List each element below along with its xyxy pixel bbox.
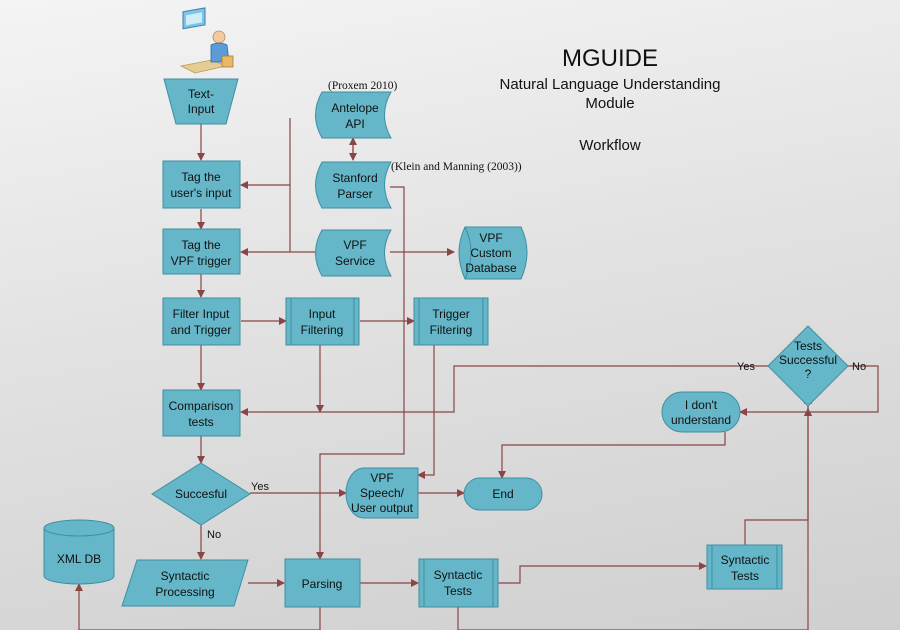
node-vpf-db-line3: Database [465,261,517,275]
node-vpf-speech-line3: User output [351,501,414,515]
node-antelope-api: Antelope API [315,91,392,139]
edges [75,118,879,630]
node-vpf-service-line1: VPF [343,238,366,252]
node-vpf-service-line2: Service [335,254,375,268]
edge-label-yes-tests: Yes [737,361,755,373]
node-end: End [463,477,543,511]
node-syntactic-tests-1: Syntactic Tests [418,558,499,608]
node-syntactic-tests-1-line2: Tests [444,584,472,598]
node-tag-user-line1: Tag the [181,170,221,184]
node-syntactic-tests-2: Syntactic Tests [706,544,783,590]
node-xml-db-label: XML DB [57,552,101,566]
edge-label-no-succesful: No [207,529,221,541]
node-end-label: End [492,487,513,501]
node-stanford-line2: Parser [337,187,372,201]
node-dont-understand-line2: understand [671,413,731,427]
node-vpf-custom-database: VPF Custom Database [458,226,528,280]
node-i-dont-understand: I don't understand [661,391,741,433]
node-parsing: Parsing [284,558,361,608]
node-syntactic-tests-1-line1: Syntactic [434,568,483,582]
node-tag-user-input: Tag the user's input [162,160,241,209]
node-text-input-line1: Text- [188,87,214,101]
node-input-filtering: Input Filtering [285,297,360,346]
node-trigger-filtering: Trigger Filtering [413,297,489,346]
node-dont-understand-line1: I don't [685,398,718,412]
node-input-filtering-line2: Filtering [301,323,344,337]
node-tests-successful-line2: Successful [779,353,837,367]
node-vpf-db-line2: Custom [470,246,511,260]
citation-proxem: (Proxem 2010) [328,80,397,92]
node-comparison-tests: Comparison tests [162,389,241,437]
node-trigger-filtering-line1: Trigger [432,307,470,321]
workflow-label: Workflow [579,137,641,154]
node-tag-vpf-line1: Tag the [181,238,221,252]
node-filter-input-trigger: Filter Input and Trigger [162,297,241,346]
node-vpf-speech-output: VPF Speech/ User output [345,467,419,519]
node-stanford-line1: Stanford [332,171,377,185]
node-comparison-line2: tests [188,415,213,429]
node-filter-line2: and Trigger [171,323,232,337]
node-syntactic-processing-line1: Syntactic [161,569,210,583]
node-syntactic-processing: Syntactic Processing [121,559,249,607]
edge-label-yes-succesful: Yes [251,481,269,493]
node-antelope-line1: Antelope [331,101,379,115]
node-syntactic-processing-line2: Processing [155,585,214,599]
node-text-input: Text- Input [163,78,239,125]
node-trigger-filtering-line2: Filtering [430,323,473,337]
node-vpf-service: VPF Service [315,229,392,277]
node-parsing-label: Parsing [302,577,343,591]
node-tests-successful: Tests Successful ? [767,325,849,407]
node-succesful-label: Succesful [175,487,227,501]
citation-klein-manning: (Klein and Manning (2003)) [391,161,522,173]
node-syntactic-tests-2-line1: Syntactic [721,553,770,567]
diagram-title: MGUIDE [562,45,658,72]
edge-label-no-tests: No [852,361,866,373]
node-succesful-decision: Succesful [151,462,251,526]
node-filter-line1: Filter Input [173,307,230,321]
node-vpf-db-line1: VPF [479,231,502,245]
node-text-input-line2: Input [188,102,215,116]
diagram-subtitle-line1: Natural Language Understanding [500,76,721,93]
node-tests-successful-line3: ? [805,367,812,381]
node-tests-successful-line1: Tests [794,339,822,353]
diagram-subtitle-line2: Module [585,95,634,112]
node-tag-vpf-line2: VPF trigger [171,254,232,268]
node-tag-user-line2: user's input [171,186,233,200]
computer-user-icon [179,7,234,74]
node-input-filtering-line1: Input [309,307,336,321]
node-tag-vpf-trigger: Tag the VPF trigger [162,228,241,275]
node-vpf-speech-line1: VPF [370,471,393,485]
node-xml-db: XML DB [43,519,115,585]
node-vpf-speech-line2: Speech/ [360,486,405,500]
node-syntactic-tests-2-line2: Tests [731,569,759,583]
node-antelope-line2: API [345,117,364,131]
node-comparison-line1: Comparison [169,399,234,413]
node-stanford-parser: Stanford Parser [315,161,392,209]
